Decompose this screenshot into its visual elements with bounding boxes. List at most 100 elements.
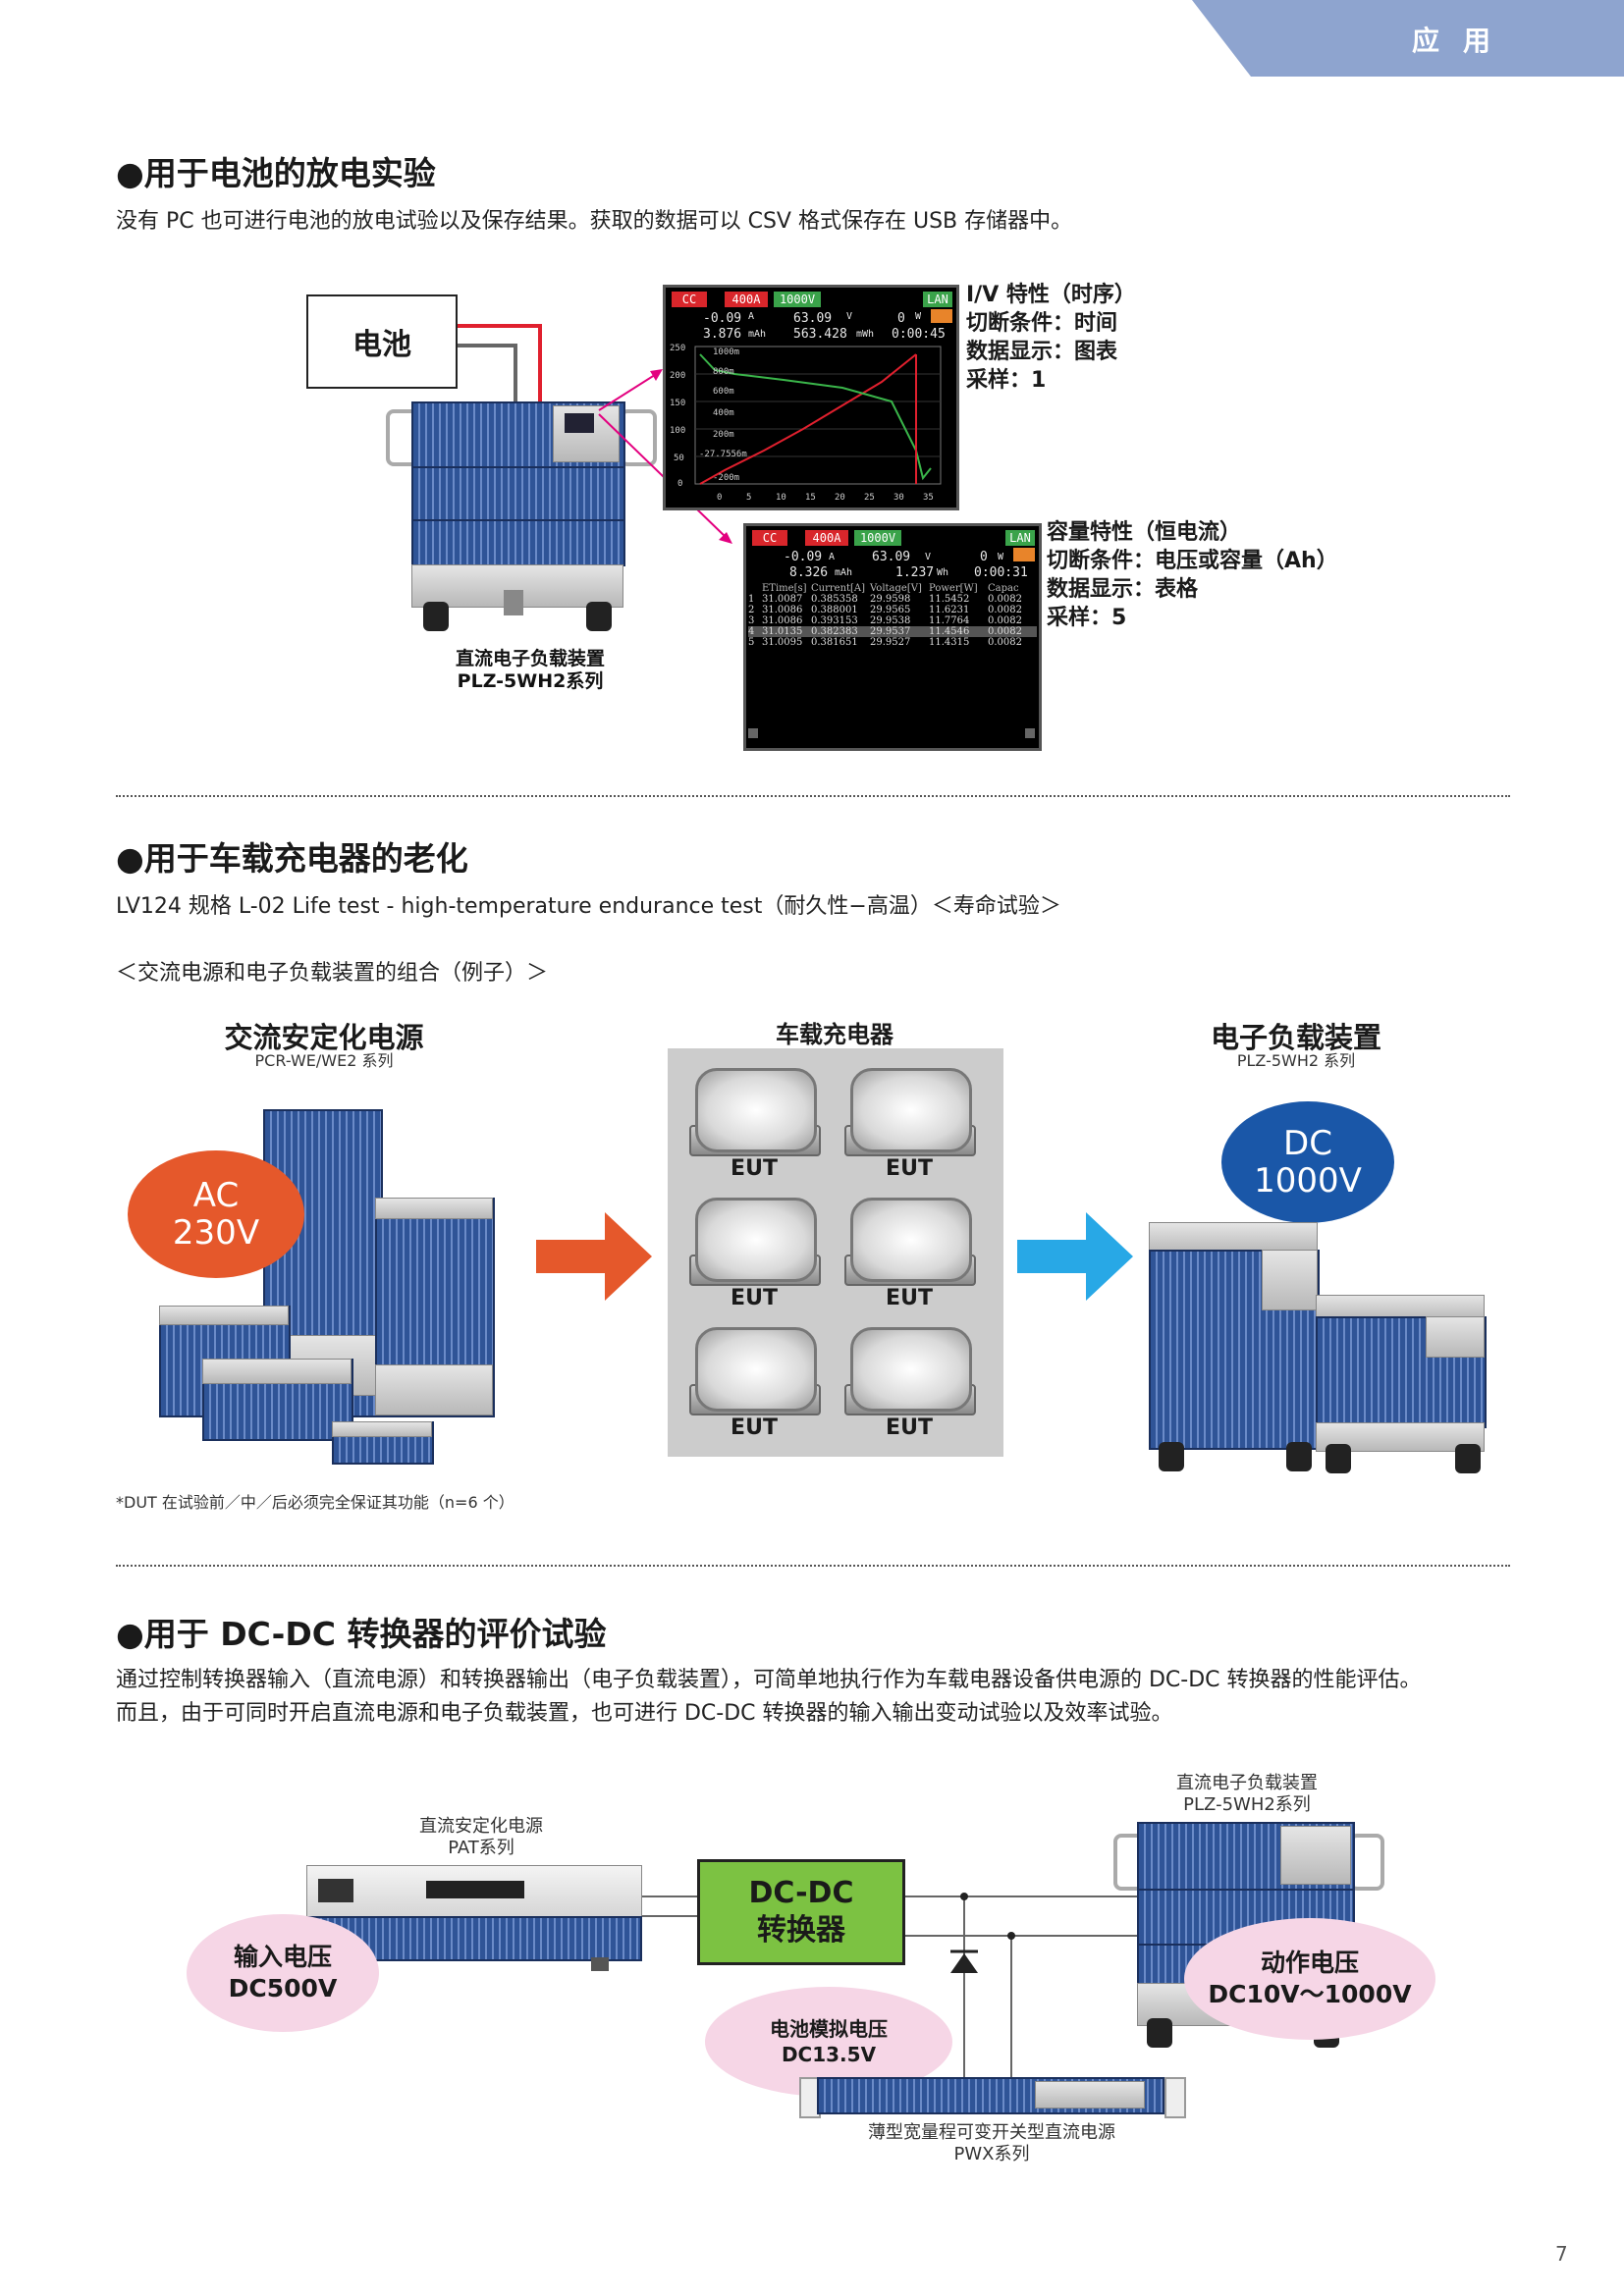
plz-device-label-1: 直流电子负载装置 (455, 648, 605, 669)
capacity-table-cell: 3 (748, 615, 755, 626)
screen1-current: -0.09 (703, 311, 742, 326)
electronic-loads (1139, 1222, 1492, 1473)
orange-arrow-icon (536, 1212, 652, 1301)
blue-arrow-icon (1017, 1212, 1133, 1301)
screen1-voltage-unit: V (846, 311, 853, 322)
batt-badge-line: DC13.5V (781, 2043, 877, 2066)
batt-badge-line: 电池模拟电压 (770, 2017, 888, 2041)
x-tick: 20 (835, 493, 845, 503)
capacity-table-cell: 0.381651 (811, 637, 858, 648)
screen2-wh-unit: Wh (937, 567, 949, 578)
y2-tick: 600m (713, 387, 734, 397)
load-series: PLZ-5WH2 系列 (1236, 1051, 1356, 1070)
capacity-table-cell: 31.0086 (762, 615, 803, 626)
capacity-table-cell: 1 (748, 594, 755, 605)
y2-tick: -200m (713, 473, 739, 483)
eut-label: EUT (731, 1156, 778, 1181)
ac-series: PCR-WE/WE2 系列 (254, 1051, 394, 1070)
capacity-table-header: ETime[s] Current[A] Voltage[V] Power[W] … (748, 583, 1037, 594)
ac-badge-line: 230V (172, 1213, 260, 1253)
y2-tick: 1000m (713, 347, 739, 357)
screen2-elapsed: 0:00:31 (974, 565, 1028, 580)
eut-unit: EUT (840, 1068, 978, 1186)
eut-label: EUT (886, 1415, 933, 1440)
capacity-table-cell: 29.9565 (870, 605, 911, 615)
header-tab-label: 应用 (1411, 25, 1514, 57)
capacity-table-cell: 31.0087 (762, 594, 803, 605)
eut-label: EUT (731, 1286, 778, 1310)
screen2-badge-current: 400A (805, 530, 848, 546)
y-tick: 0 (677, 479, 682, 489)
screen2-mah: 8.326 (789, 565, 829, 580)
capacity-table-cell: 0.0082 (988, 605, 1022, 615)
capacity-note-line: 采样：5 (1047, 606, 1127, 630)
dc-badge-line: DC (1283, 1124, 1332, 1163)
screen1-mwh: 563.428 (793, 327, 847, 342)
eut-label: EUT (886, 1156, 933, 1181)
eut-label: EUT (731, 1415, 778, 1440)
dcdc-wiring (638, 1893, 1139, 2077)
capacity-table-cell: 29.9598 (870, 594, 911, 605)
eut-label: EUT (886, 1286, 933, 1310)
op-badge-line: 动作电压 (1260, 1949, 1359, 1977)
x-tick: 15 (805, 493, 816, 503)
pat-power-supply (306, 1865, 642, 1971)
iv-chart: 250 200 150 100 50 0 1000m 800m 600m 400… (670, 344, 942, 503)
capacity-table-cell: 0.385358 (811, 594, 858, 605)
capacity-table-cell: 2 (748, 605, 755, 615)
y2-tick: 400m (713, 408, 734, 418)
y2-tick: -27.7556m (699, 450, 747, 459)
capacity-table: ETime[s] Current[A] Voltage[V] Power[W] … (748, 583, 1037, 648)
screen1-power: 0 (897, 311, 905, 326)
input-badge-line: DC500V (228, 1974, 338, 2002)
capacity-screen: CC 400A 1000V LAN -0.09 A 63.09 V 0 W 8.… (743, 523, 1042, 751)
converter-line: 转换器 (757, 1913, 845, 1948)
th: ETime[s] (762, 583, 807, 594)
y-tick: 250 (670, 344, 685, 353)
capacity-table-cell: 29.9538 (870, 615, 911, 626)
screen1-badge-cc: CC (672, 292, 707, 307)
header-tab: 应用 (1192, 0, 1624, 77)
capacity-table-cell: 0.0082 (988, 637, 1022, 648)
th: Voltage[V] (870, 583, 922, 594)
input-badge-line: 输入电压 (233, 1943, 332, 1971)
screen1-badge-current: 400A (725, 292, 768, 307)
th: Power[W] (929, 583, 978, 594)
th: Capac (988, 583, 1019, 594)
charger-section-sub: ＜交流电源和电子负载装置的组合（例子）＞ (116, 961, 549, 986)
dcdc-section-title: ●用于 DC-DC 转换器的评价试验 (116, 1615, 607, 1653)
capacity-table-cell: 29.9537 (870, 626, 911, 637)
eut-unit: EUT (685, 1068, 823, 1186)
iv-note-line: 切断条件：时间 (966, 311, 1118, 336)
screen1-mah-unit: mAh (748, 329, 767, 340)
th: Current[A] (811, 583, 866, 594)
screen2-current: -0.09 (784, 550, 823, 564)
screen2-voltage: 63.09 (872, 550, 911, 564)
screen2-voltage-unit: V (925, 552, 932, 562)
eut-unit: EUT (840, 1198, 978, 1315)
dcdc-load-label-2: PLZ-5WH2系列 (1183, 1794, 1311, 1815)
screen1-voltage: 63.09 (793, 311, 833, 326)
input-voltage-badge: 输入电压 DC500V (187, 1914, 379, 2032)
ac-power-supplies (157, 1099, 501, 1472)
plz-device-label-2: PLZ-5WH2系列 (457, 670, 604, 692)
capacity-note-line: 容量特性（恒电流） (1047, 520, 1242, 545)
screen1-mah: 3.876 (703, 327, 742, 342)
iv-note: I/V 特性（时序） 切断条件：时间 数据显示：图表 采样：1 (966, 281, 1136, 395)
dcdc-load-label-1: 直流电子负载装置 (1176, 1773, 1318, 1793)
screen2-wh: 1.237 (895, 565, 935, 580)
capacity-note-line: 切断条件：电压或容量（Ah） (1047, 549, 1338, 573)
capacity-table-cell: 0.388001 (811, 605, 858, 615)
pwx-label-2: PWX系列 (953, 2144, 1030, 2164)
capacity-table-cell: 29.9527 (870, 637, 911, 648)
dc-badge-line: 1000V (1254, 1161, 1362, 1201)
capacity-note: 容量特性（恒电流） 切断条件：电压或容量（Ah） 数据显示：表格 采样：5 (1047, 518, 1338, 632)
x-tick: 35 (923, 493, 934, 503)
capacity-table-cell: 4 (748, 626, 755, 637)
page-number: 7 (1555, 2242, 1568, 2266)
